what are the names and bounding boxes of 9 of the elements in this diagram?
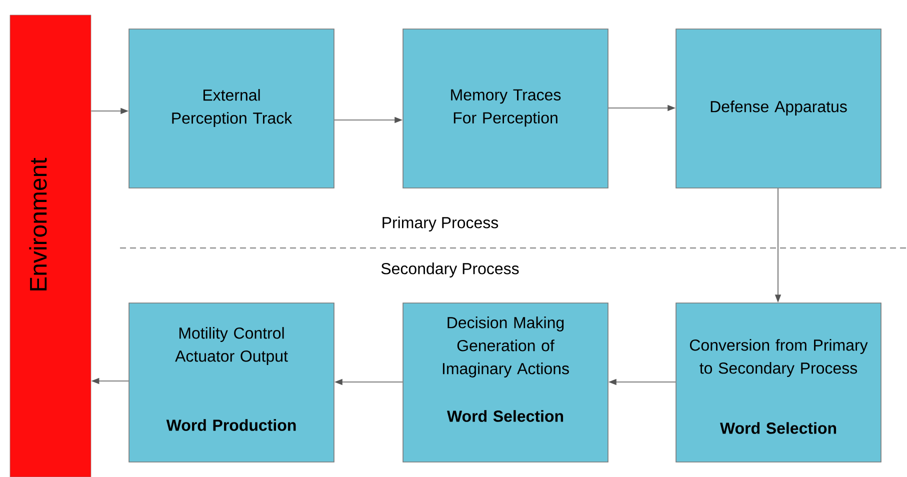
process-box: Motility Control Actuator Output Word Production: [128, 302, 334, 462]
section-label: Secondary Process: [381, 262, 519, 278]
process-box: Conversion from Primary to Secondary Process Word Selection: [676, 302, 882, 462]
process-box: External Perception Track: [128, 28, 334, 188]
process-box: Decision Making Generation of Imaginary Actions Word Selection: [402, 302, 608, 462]
section-label: Primary Process: [382, 216, 498, 232]
process-box: Defense Apparatus: [676, 28, 882, 188]
process-box: Memory Traces For Perception: [402, 28, 608, 188]
environment-bar: Environment: [10, 14, 92, 477]
